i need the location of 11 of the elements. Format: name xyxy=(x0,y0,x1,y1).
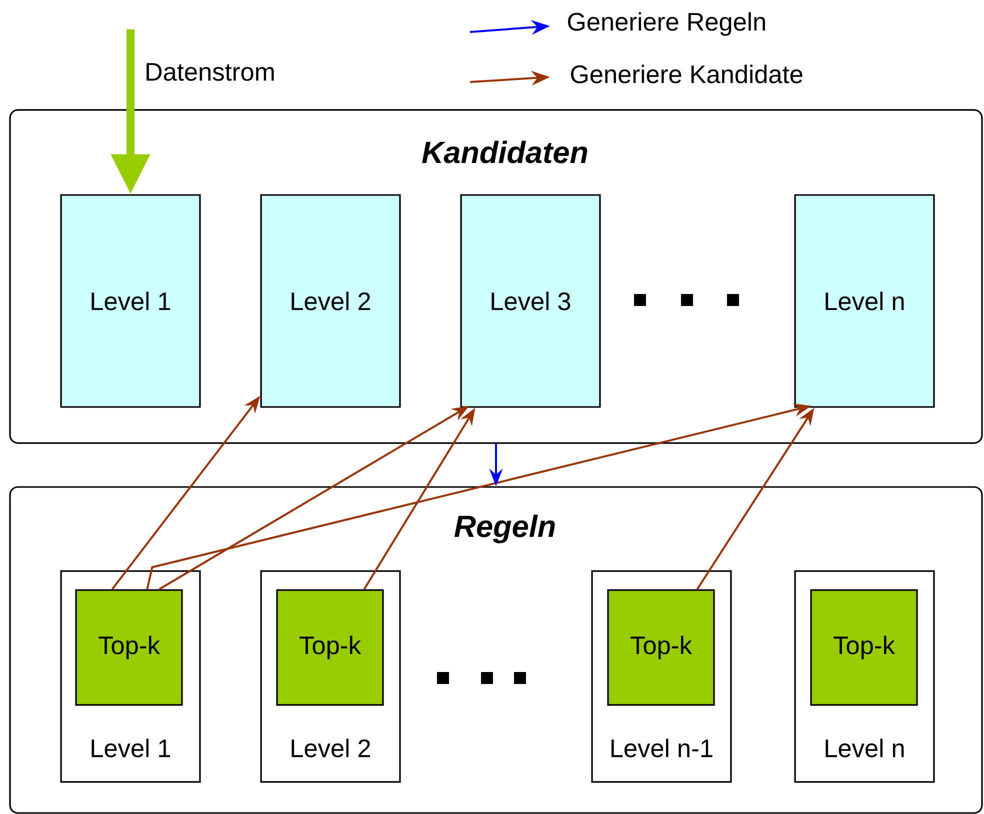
top-k-box: Top-k xyxy=(607,589,715,706)
legend-text: Generiere Kandidate xyxy=(571,64,802,84)
top-k-box: Top-k xyxy=(810,589,918,706)
legend-text: Generiere Regeln xyxy=(568,12,765,36)
top-k-box: Top-k xyxy=(276,589,384,706)
top-k-box: Top-k xyxy=(75,589,183,706)
edge-label: Datenstrom xyxy=(146,63,274,81)
level-box: Level 2 xyxy=(260,194,401,408)
level-box: Level 1 xyxy=(60,194,201,408)
level-box: Level n xyxy=(794,194,935,408)
level-box: Level 3 xyxy=(460,194,601,408)
